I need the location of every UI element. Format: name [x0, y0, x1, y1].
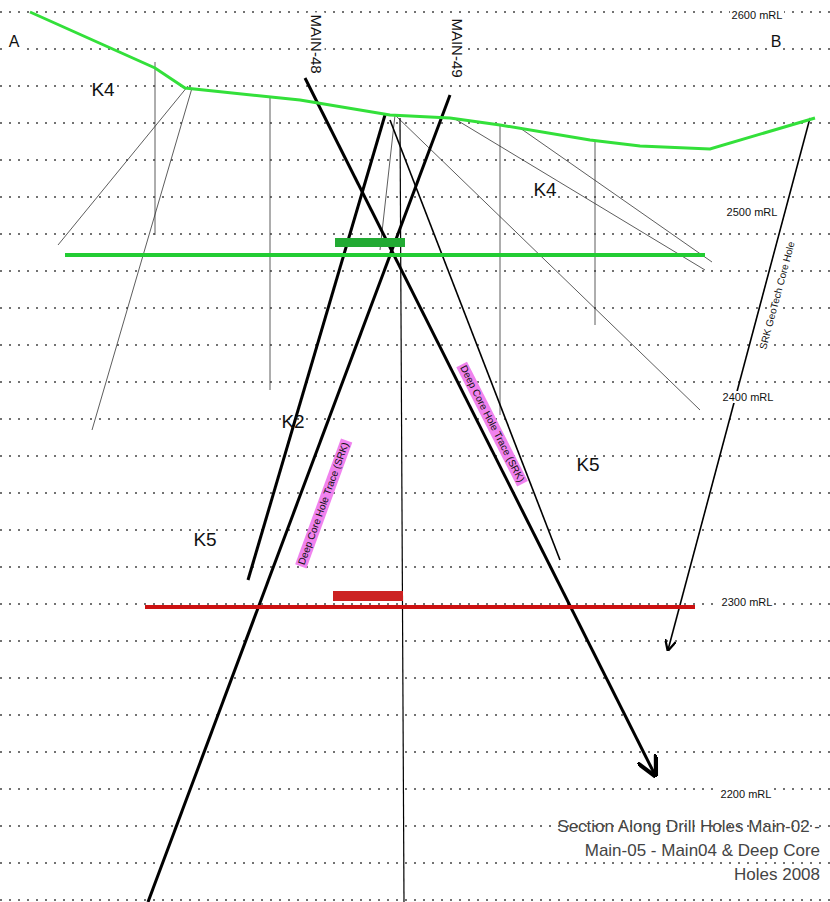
label-holder: 2500 mRL	[725, 202, 780, 220]
level-label: 2500 mRL	[725, 206, 780, 219]
unit-label-holder: K5	[193, 529, 216, 551]
level-label: B	[769, 33, 784, 51]
section-caption: Section Along Drill Holes Main-02 - Main…	[548, 815, 820, 886]
label-holder: B	[769, 33, 784, 51]
region-outline	[448, 125, 602, 340]
hole-label: MAIN-48	[308, 13, 325, 76]
level-label: 2300 mRL	[720, 596, 775, 609]
label-holder: 2600 mRL	[730, 5, 785, 23]
label-holder: Deep Core Hole Trace (SRK)	[456, 360, 533, 487]
rock-unit-region: K4	[32, 14, 165, 340]
unit-code: K4	[533, 179, 556, 201]
level-label: A	[7, 33, 22, 51]
level-label: 2600 mRL	[730, 9, 785, 22]
green-level-tag	[335, 238, 405, 247]
unit-code: K4	[91, 79, 114, 101]
unit-label-holder: K4	[533, 179, 556, 201]
red-level-tag	[333, 591, 403, 601]
region-outline	[30, 12, 710, 900]
surface-line	[30, 12, 815, 149]
label-holder: Deep Core Hole Trace (SRK)	[291, 437, 354, 569]
unit-label-holder: K4	[91, 79, 114, 101]
thin-drill-holes	[58, 62, 712, 902]
red-level-bar	[145, 605, 695, 609]
label-holder: 2200 mRL	[719, 784, 774, 802]
unit-code: K2	[281, 411, 304, 433]
level-label: 2200 mRL	[719, 788, 774, 801]
rock-unit-region: K5K5K4K2K4	[30, 12, 710, 900]
label-holder: 2300 mRL	[720, 592, 775, 610]
label-holder: 2400 mRL	[721, 387, 776, 405]
label-holder: MAIN-49	[448, 17, 466, 80]
level-grid	[0, 12, 830, 900]
label-holder: A	[7, 33, 22, 51]
hole-label: Deep Core Hole Trace (SRK)	[457, 362, 528, 486]
deep-core-holes	[148, 78, 810, 902]
rock-unit-region: K4	[448, 125, 602, 340]
unit-code: K5	[193, 529, 216, 551]
unit-code: K5	[576, 454, 599, 476]
hole-label: MAIN-49	[449, 17, 466, 80]
unit-label-holder: K2	[281, 411, 304, 433]
unit-label-holder: K5	[576, 454, 599, 476]
label-holder: SRK GeoTech Core Hole	[752, 237, 799, 353]
region-outline	[32, 14, 165, 340]
caption-holder: Section Along Drill Holes Main-02 - Main…	[548, 815, 820, 886]
label-holder: MAIN-48	[307, 13, 325, 76]
hole-label: Deep Core Hole Trace (SRK)	[295, 439, 351, 568]
green-level-bar	[65, 253, 705, 257]
level-label: 2400 mRL	[721, 391, 776, 404]
